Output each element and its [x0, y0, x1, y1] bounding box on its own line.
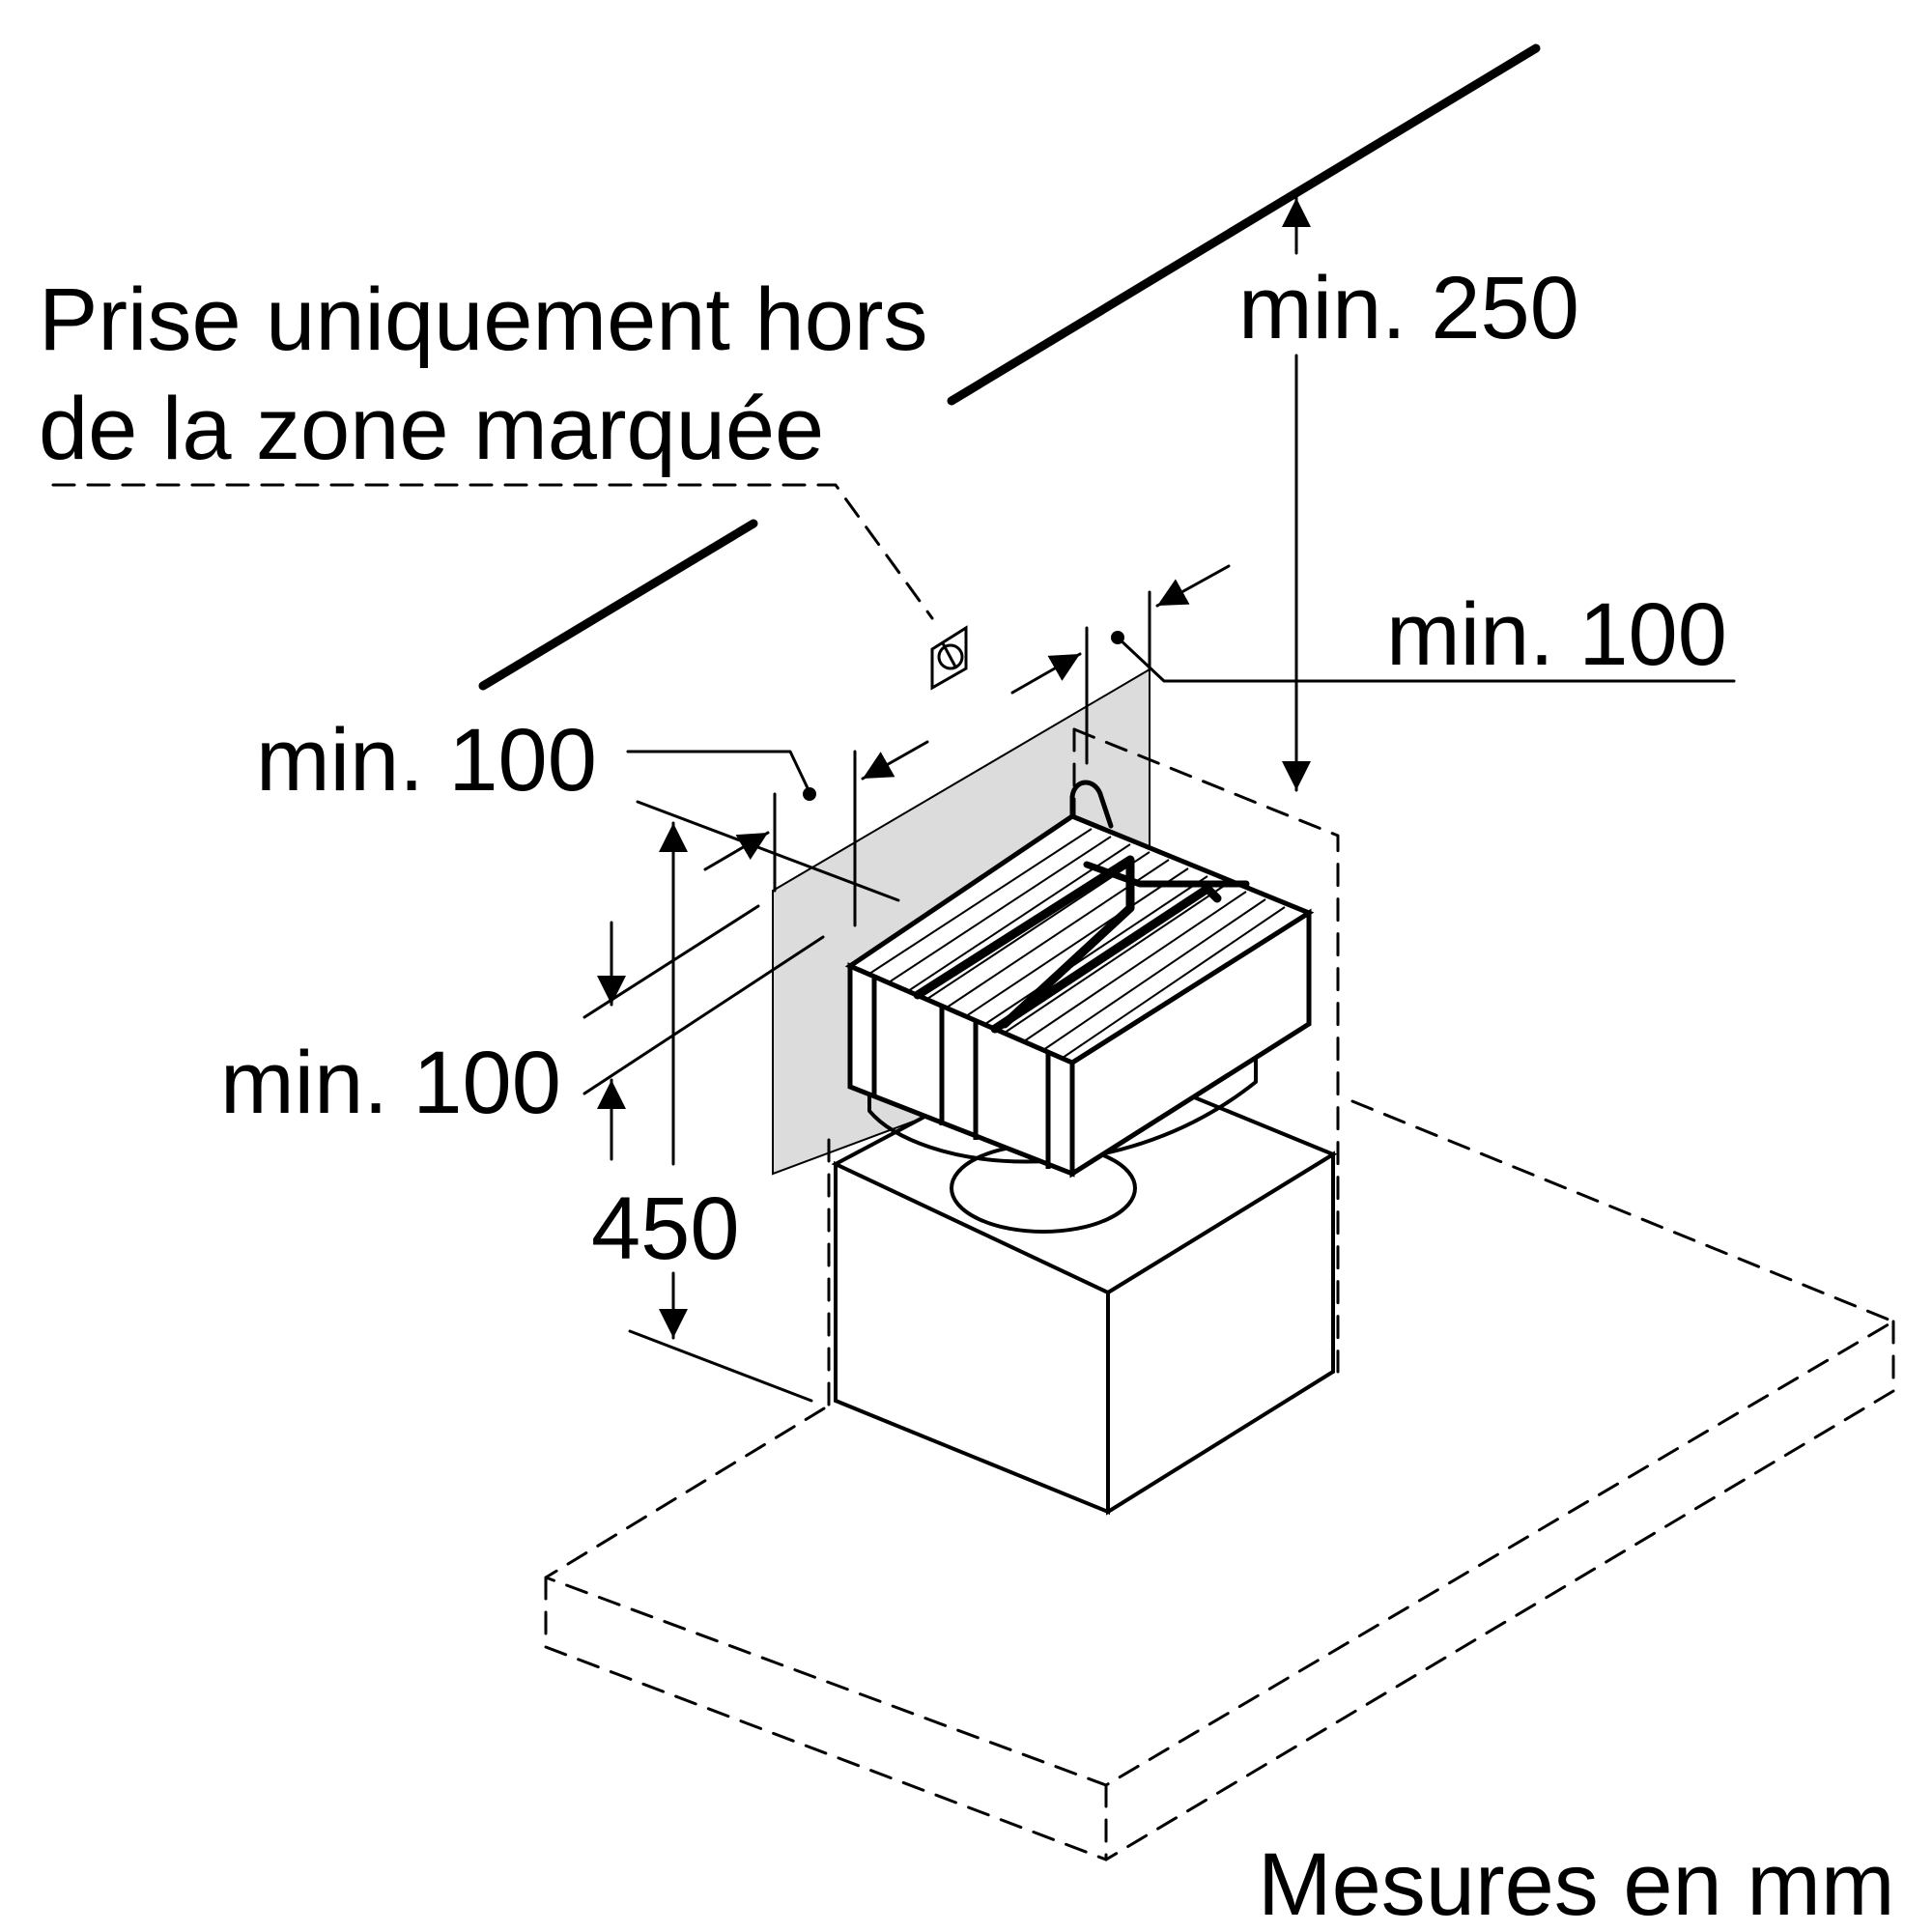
filter-hook [1069, 780, 1114, 829]
dim-right-leader [1116, 636, 1736, 683]
ceiling-edge-upper [947, 43, 1541, 406]
socket-icon [930, 625, 968, 691]
dim-top-label: min. 250 [1238, 259, 1579, 357]
filter-strap-2 [990, 884, 1222, 1034]
ext-line-top [636, 800, 900, 902]
dim-left-arrow-2 [861, 740, 929, 781]
dim-left-leader [626, 750, 811, 794]
ext-line-mid-2 [582, 935, 825, 1095]
filter-front-ribs [871, 976, 1051, 1169]
units-note: Mesures en mm [1258, 1835, 1895, 1932]
dim-left-arrow-1 [703, 831, 770, 871]
wall-outline-dashed [1072, 727, 1340, 1374]
ext-line-bottom [628, 1329, 813, 1403]
dim-left-label: min. 100 [256, 711, 597, 810]
dim-right-label: min. 100 [1386, 585, 1727, 684]
dim-right-arrow-1 [1010, 652, 1082, 695]
dim-right-dot [1111, 631, 1124, 644]
socket-note-line2: de la zone marquée [39, 380, 824, 478]
socket-leader-dashed [51, 483, 934, 620]
hood-slab-side-right [1104, 1320, 1895, 1861]
ceiling-edge-lower [478, 519, 758, 691]
hood-slab-side-left [544, 1576, 1108, 1861]
dim-height-label: 450 [591, 1179, 740, 1278]
dim-lower-label: min. 100 [220, 1034, 561, 1132]
filter-fins [868, 828, 1286, 1059]
filter-strap-3 [1083, 861, 1250, 888]
socket-note-line1: Prise uniquement hors [39, 270, 928, 369]
dim-right-arrow-2 [1155, 564, 1231, 608]
dim-left-dot [803, 787, 816, 801]
